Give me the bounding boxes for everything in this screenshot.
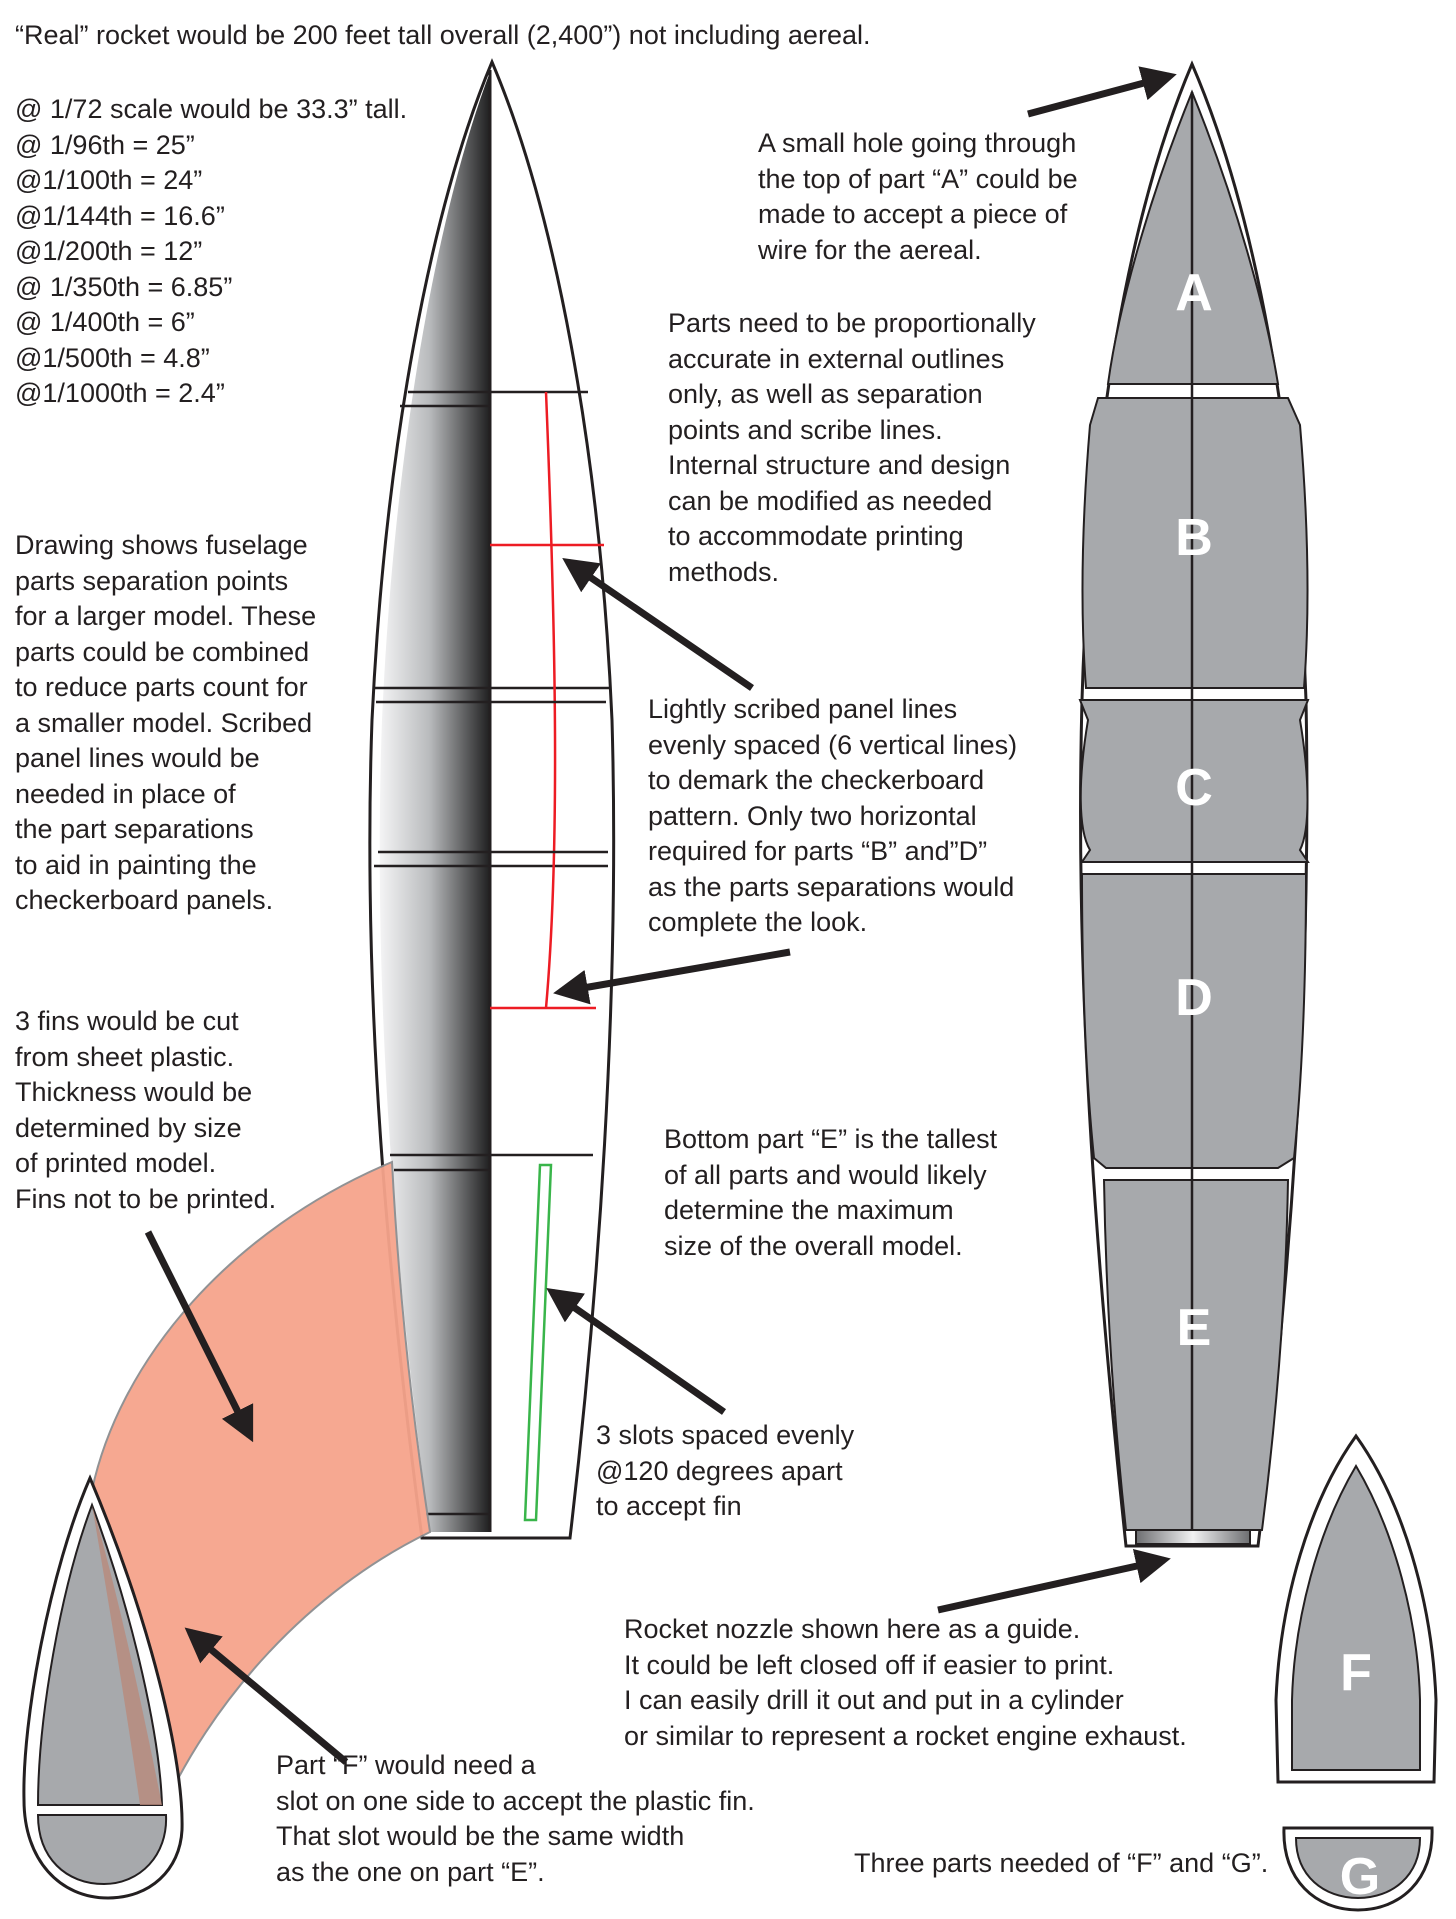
note-slots: 3 slots spaced evenly @120 degrees apart… (596, 1420, 855, 1521)
left-rocket-side-view (368, 58, 616, 1540)
note-three-parts: Three parts needed of “F” and “G”. (854, 1848, 1269, 1878)
part-g-fill (1294, 1837, 1422, 1900)
note-panel-lines: Lightly scribed panel lines evenly space… (648, 694, 1018, 937)
plastic-fin (90, 1160, 432, 1824)
note-bottom: Bottom part “E” is the tallest of all pa… (664, 1124, 998, 1261)
right-rocket-parts-view: A B C D E (1078, 60, 1310, 1548)
callout-arrows (144, 66, 1177, 1765)
scribe-lines-red (490, 391, 604, 1010)
arrow-to-slot (546, 1287, 727, 1415)
arrow-to-fin (144, 1230, 254, 1443)
part-label-e: E (1177, 1299, 1212, 1357)
fin-shape (90, 1160, 432, 1824)
part-f-fill (1291, 1464, 1421, 1771)
part-g-side-fill (36, 1814, 168, 1886)
part-f-side-view (22, 1474, 184, 1900)
rocket-nozzle (1135, 1529, 1251, 1545)
left-rocket-shaded-half (379, 72, 490, 1532)
part-label-a: A (1175, 264, 1213, 322)
arrow-to-scribe-horizontal (562, 558, 754, 691)
note-scales: @ 1/72 scale would be 33.3” tall. @ 1/96… (15, 94, 408, 408)
part-label-g: G (1340, 1848, 1380, 1906)
part-g-view: G (1282, 1826, 1434, 1912)
note-fins: 3 fins would be cut from sheet plastic. … (15, 1006, 277, 1214)
part-d (1080, 873, 1308, 1169)
note-part-f: Part “F” would need a slot on one side t… (276, 1750, 755, 1887)
part-b (1081, 397, 1309, 689)
fin-slot-green (523, 1163, 553, 1522)
part-f-side-slot (92, 1505, 162, 1805)
arrow-to-scribe-lower (553, 948, 791, 1005)
left-rocket-separations (374, 390, 610, 1516)
arrow-to-nozzle (937, 1548, 1171, 1614)
left-rocket-panel-lines (490, 700, 608, 854)
note-proportions: Parts need to be proportionally accurate… (668, 308, 1036, 587)
arrow-to-part-f-slot (184, 1627, 349, 1765)
part-label-b: B (1175, 509, 1213, 567)
arrow-to-tip (1027, 66, 1177, 118)
note-nozzle: Rocket nozzle shown here as a guide. It … (624, 1614, 1187, 1751)
note-hole: A small hole going through the top of pa… (758, 128, 1078, 265)
part-label-d: D (1175, 969, 1213, 1027)
part-label-f: F (1340, 1644, 1372, 1702)
part-label-c: C (1175, 759, 1213, 817)
note-separation: Drawing shows fuselage parts separation … (15, 530, 317, 915)
part-f-view: F (1274, 1433, 1438, 1784)
part-c (1078, 699, 1310, 863)
part-e (1102, 1179, 1290, 1531)
note-real-height: “Real” rocket would be 200 feet tall ove… (15, 20, 871, 50)
